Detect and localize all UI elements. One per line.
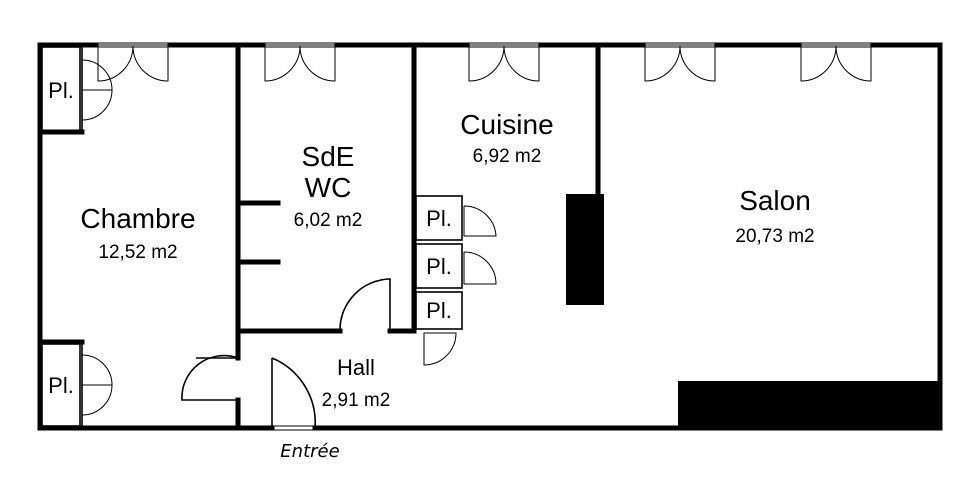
room-sde-name: SdE — [302, 141, 355, 172]
windows — [97, 43, 872, 82]
room-sde-area: 6,02 m2 — [294, 210, 363, 231]
room-hall-area: 2,91 m2 — [322, 390, 391, 411]
closet-cuisine-2 — [415, 243, 497, 289]
window — [800, 43, 872, 82]
window — [97, 43, 169, 82]
closet-chambre-top — [41, 46, 113, 133]
room-chambre-area: 12,52 m2 — [98, 242, 177, 263]
door-entrance[interactable] — [271, 357, 316, 431]
room-cuisine-name: Cuisine — [460, 109, 553, 140]
window — [468, 43, 540, 82]
room-cuisine-area: 6,92 m2 — [473, 146, 542, 167]
closet-chambre-bottom — [41, 343, 113, 427]
kitchen-counter-block — [678, 381, 942, 430]
closet-cuisine-1 — [415, 195, 497, 241]
interior-walls — [37, 42, 601, 431]
window — [264, 43, 336, 82]
room-salon-name: Salon — [739, 185, 811, 216]
closet-label: Pl. — [426, 254, 452, 279]
entrance-label: Entrée — [280, 441, 339, 462]
window — [644, 43, 716, 82]
chimney-block — [566, 194, 604, 305]
closet-label: Pl. — [48, 373, 74, 398]
door-chambre[interactable] — [181, 354, 239, 401]
closet-cuisine-3 — [415, 291, 463, 366]
closet-label: Pl. — [426, 206, 452, 231]
closet-label: Pl. — [48, 78, 74, 103]
room-sde-name-2: WC — [305, 172, 352, 203]
door-sde[interactable] — [339, 278, 391, 332]
room-hall-name: Hall — [337, 355, 375, 380]
room-salon-area: 20,73 m2 — [735, 226, 814, 247]
room-chambre-name: Chambre — [80, 203, 195, 234]
closet-label: Pl. — [426, 298, 452, 323]
